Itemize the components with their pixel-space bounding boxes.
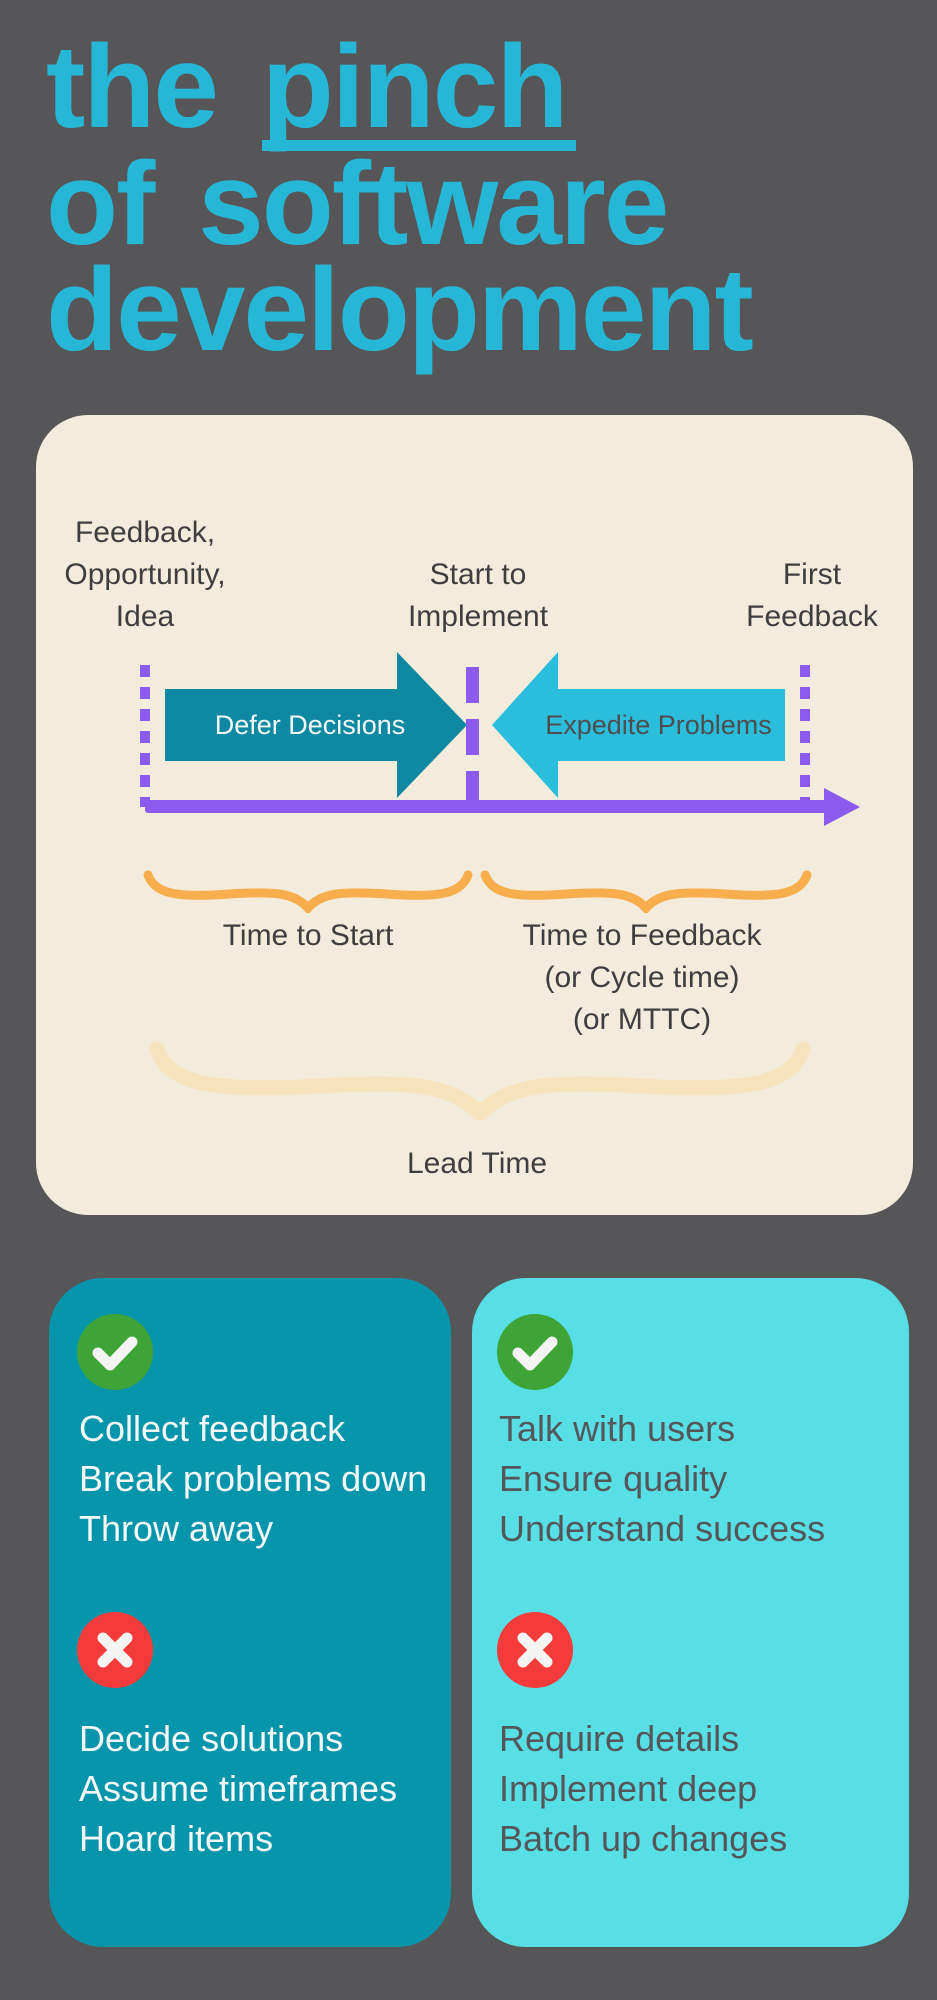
title-line-1: the pinch xyxy=(46,28,906,151)
expedite-problems-arrow: Expedite Problems xyxy=(492,652,785,798)
do-item: Talk with users xyxy=(499,1408,736,1449)
do-item: Collect feedback xyxy=(79,1408,346,1449)
dos-donts-card-users: Talk with users Ensure quality Understan… xyxy=(472,1278,909,1947)
defer-decisions-arrow: Defer Decisions xyxy=(165,652,467,798)
milestone-line: Idea xyxy=(115,600,175,633)
x-icon xyxy=(497,1612,573,1688)
milestone-line: Feedback xyxy=(746,600,878,633)
dos-donts-card-team: Collect feedback Break problems down Thr… xyxy=(49,1278,451,1947)
time-to-feedback-label: Time to Feedback (or Cycle time) (or MTT… xyxy=(522,919,762,1036)
right-arrow-shape xyxy=(165,652,467,798)
dotted-marker-line-right xyxy=(800,665,810,807)
milestone-line: Start to xyxy=(429,558,527,591)
dont-item: Hoard items xyxy=(79,1818,274,1859)
check-icon xyxy=(497,1314,573,1390)
underbrace-shape xyxy=(480,870,812,913)
defer-decisions-label: Defer Decisions xyxy=(214,709,406,740)
do-item: Ensure quality xyxy=(499,1458,728,1499)
timeline-axis xyxy=(145,800,827,813)
dont-item: Require details xyxy=(499,1718,740,1759)
timeline-panel: Feedback, Opportunity, Idea Start to Imp… xyxy=(36,415,913,1215)
underbrace-shape xyxy=(143,870,473,913)
brace-time-to-start xyxy=(143,867,473,913)
title-line-3: development xyxy=(46,244,754,376)
milestone-line: First xyxy=(782,558,842,591)
do-list: Collect feedback Break problems down Thr… xyxy=(79,1404,427,1554)
expedite-problems-label: Expedite Problems xyxy=(545,709,772,740)
milestone-first-feedback: First Feedback xyxy=(692,554,932,638)
do-item: Throw away xyxy=(79,1508,274,1549)
milestone-feedback-opportunity-idea: Feedback, Opportunity, Idea xyxy=(36,512,254,638)
brace-time-to-feedback xyxy=(480,867,812,913)
dont-list: Decide solutions Assume timeframes Hoard… xyxy=(79,1714,397,1864)
milestone-start-to-implement: Start to Implement xyxy=(358,554,598,638)
left-arrow-shape xyxy=(492,652,785,798)
x-icon xyxy=(77,1612,153,1688)
do-item: Break problems down xyxy=(79,1458,428,1499)
dont-item: Assume timeframes xyxy=(79,1768,398,1809)
title-line-2: of software xyxy=(46,138,669,270)
milestone-line: Implement xyxy=(407,600,549,633)
dotted-marker-line-left xyxy=(140,665,150,807)
dont-item: Decide solutions xyxy=(79,1718,344,1759)
milestone-line: Feedback, xyxy=(74,516,216,549)
title-word-pinch-underlined: pinch xyxy=(261,28,577,151)
title-word-the: the xyxy=(46,21,219,153)
dashed-marker-line-center xyxy=(466,667,479,801)
do-list: Talk with users Ensure quality Understan… xyxy=(499,1404,825,1554)
dont-item: Implement deep xyxy=(499,1768,758,1809)
dont-list: Require details Implement deep Batch up … xyxy=(499,1714,787,1864)
time-to-start-label: Time to Start xyxy=(222,919,394,952)
check-icon xyxy=(77,1314,153,1390)
brace-lead-time xyxy=(148,1036,812,1120)
timeline-arrowhead-icon xyxy=(824,788,860,826)
page-title: the pinch of software development xyxy=(46,28,906,376)
dont-item: Batch up changes xyxy=(499,1818,788,1859)
milestone-line: Opportunity, xyxy=(64,558,226,591)
do-item: Understand success xyxy=(499,1508,826,1549)
lead-time-label: Lead Time xyxy=(406,1147,548,1180)
underbrace-shape xyxy=(149,1041,811,1120)
